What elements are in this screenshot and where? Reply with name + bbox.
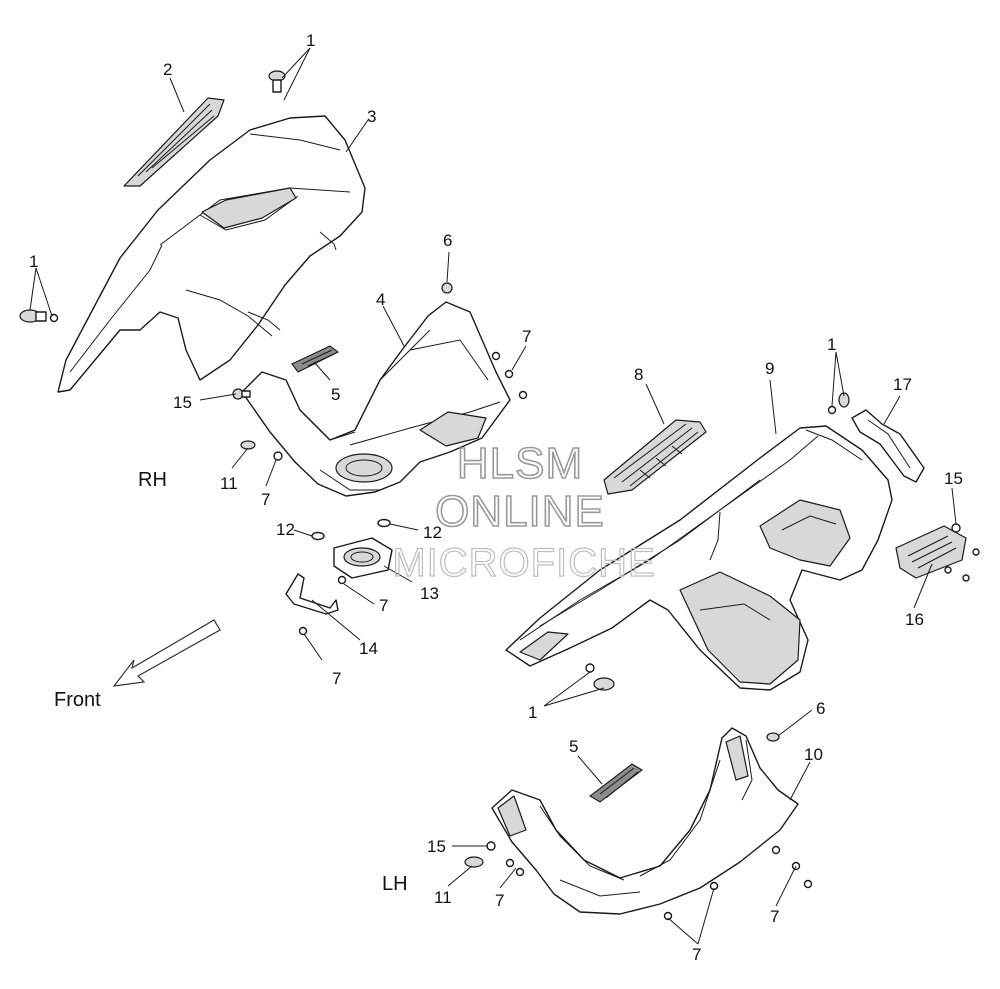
callout-11: 11 — [434, 888, 452, 907]
callout-17: 17 — [893, 375, 912, 394]
side-label-front: Front — [54, 689, 101, 711]
callout-16: 16 — [905, 610, 924, 629]
callout-1: 1 — [29, 252, 38, 271]
part-9-top-panel — [505, 425, 893, 691]
callout-4: 4 — [376, 290, 385, 309]
callout-13: 13 — [420, 584, 439, 603]
callout-9: 9 — [765, 359, 774, 378]
washer-12-b — [377, 518, 391, 528]
callouts: 1 2 3 1 6 4 7 5 15 11 7 12 12 13 7 14 7 … — [29, 31, 963, 964]
callout-1: 1 — [528, 703, 537, 722]
fastener-15-right — [944, 523, 980, 582]
callout-5: 5 — [331, 385, 340, 404]
fastener-7-rh-a — [273, 451, 283, 461]
part-5-foot-rest-lh — [589, 763, 643, 803]
side-label-lh: LH — [382, 873, 408, 895]
fastener-7-rh-b — [491, 351, 528, 400]
callout-1: 1 — [827, 335, 836, 354]
callout-1: 1 — [306, 31, 315, 50]
part-11-rh — [240, 440, 256, 450]
fastener-7-lh — [505, 845, 813, 921]
fastener-15-rh — [232, 388, 251, 400]
callout-6: 6 — [443, 231, 452, 250]
callout-2: 2 — [163, 60, 172, 79]
part-14-bracket — [285, 573, 339, 615]
callout-7: 7 — [495, 891, 504, 910]
callout-7: 7 — [770, 907, 779, 926]
callout-3: 3 — [367, 107, 376, 126]
washer-12-a — [311, 531, 325, 541]
callout-14: 14 — [359, 639, 378, 658]
fastener-15-lh — [486, 841, 496, 851]
fastener-1-left — [19, 309, 59, 323]
watermark: HLSM ONLINE MICROFICHE — [392, 438, 656, 585]
fastener-7-rh-c — [298, 575, 347, 636]
fastener-6-lh — [766, 732, 780, 742]
side-label-rh: RH — [138, 469, 167, 491]
watermark-line-1: HLSM — [457, 439, 583, 488]
callout-10: 10 — [804, 745, 823, 764]
part-5-foot-rest-rh — [291, 345, 340, 373]
callout-15: 15 — [427, 837, 446, 856]
callout-7: 7 — [692, 945, 701, 964]
callout-6: 6 — [816, 699, 825, 718]
part-17-bracket — [851, 409, 925, 483]
callout-15: 15 — [173, 393, 192, 412]
callout-15: 15 — [944, 469, 963, 488]
callout-7: 7 — [261, 490, 270, 509]
callout-8: 8 — [634, 365, 643, 384]
callout-5: 5 — [569, 737, 578, 756]
watermark-line-2: ONLINE — [435, 487, 605, 536]
part-2-vent-rh — [123, 97, 225, 187]
callout-11: 11 — [220, 474, 238, 493]
part-4-lower-panel-rh — [241, 301, 511, 497]
part-3-side-panel-rh — [57, 115, 366, 393]
part-10-lower-panel-lh — [491, 727, 799, 915]
callout-12: 12 — [276, 520, 295, 539]
leader-lines — [29, 47, 957, 945]
front-direction-arrow — [112, 619, 221, 687]
fastener-1-bottom — [585, 663, 615, 691]
callout-7: 7 — [522, 327, 531, 346]
part-13-vent-ring — [333, 537, 393, 579]
part-16-vent-grill — [895, 525, 967, 579]
watermark-line-3: MICROFICHE — [392, 541, 655, 585]
fastener-1-right-top — [827, 392, 850, 415]
part-11-lh — [464, 856, 484, 868]
fastener-1-top — [268, 70, 286, 93]
callout-12: 12 — [423, 523, 442, 542]
part-8-vent — [603, 419, 707, 495]
fastener-6-rh — [441, 282, 453, 294]
callout-7: 7 — [332, 669, 341, 688]
callout-7: 7 — [379, 596, 388, 615]
